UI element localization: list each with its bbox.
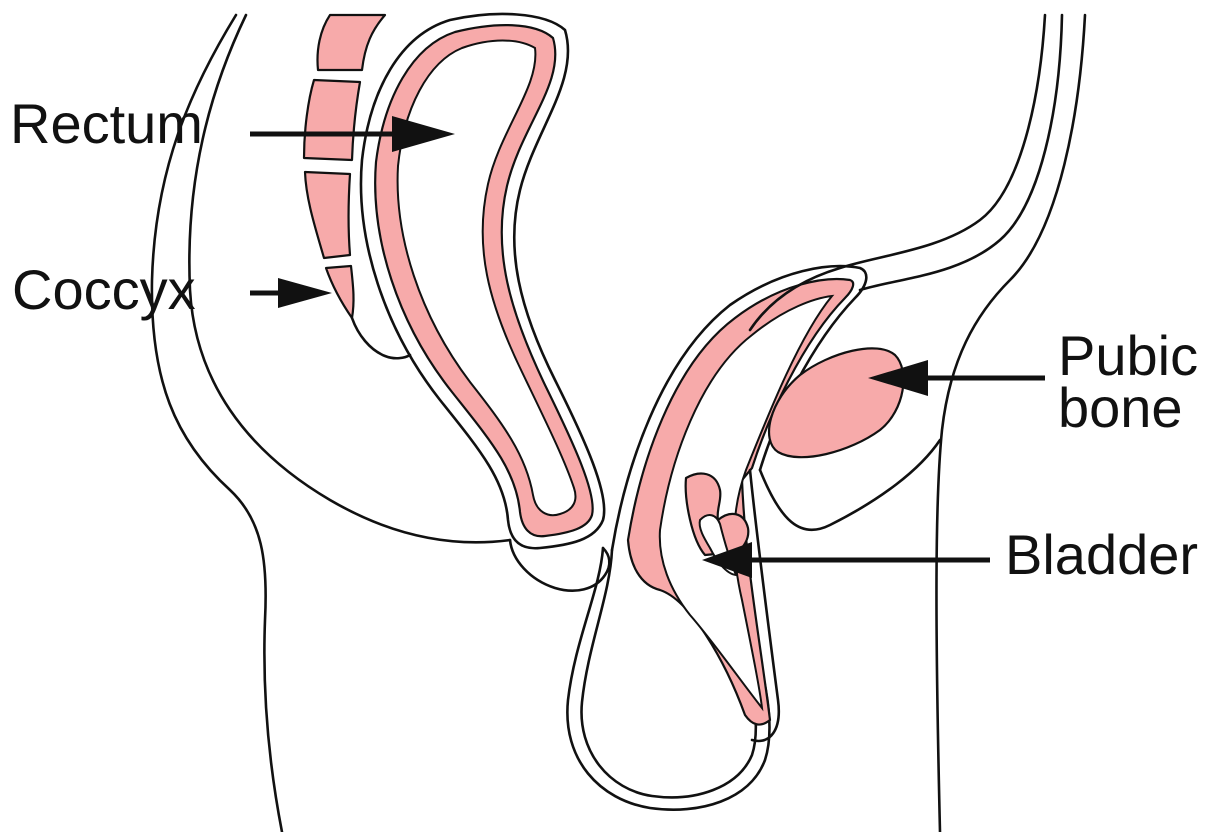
coccyx-segment <box>326 266 354 318</box>
rectum <box>361 14 609 591</box>
arrow-coccyx-head <box>278 278 332 308</box>
label-rectum: Rectum <box>10 92 203 155</box>
coccyx-segment <box>304 80 360 160</box>
label-coccyx-group: Coccyx <box>12 258 332 321</box>
label-coccyx: Coccyx <box>12 258 196 321</box>
label-pubic-bone-line2: bone <box>1058 376 1183 439</box>
label-bladder-group: Bladder <box>702 523 1198 586</box>
uterus-vagina <box>612 266 866 741</box>
coccyx-segment <box>305 172 350 258</box>
label-bladder: Bladder <box>1005 523 1198 586</box>
coccyx-segment <box>318 15 386 70</box>
label-pubic-bone-group: Pubic bone <box>868 324 1198 439</box>
